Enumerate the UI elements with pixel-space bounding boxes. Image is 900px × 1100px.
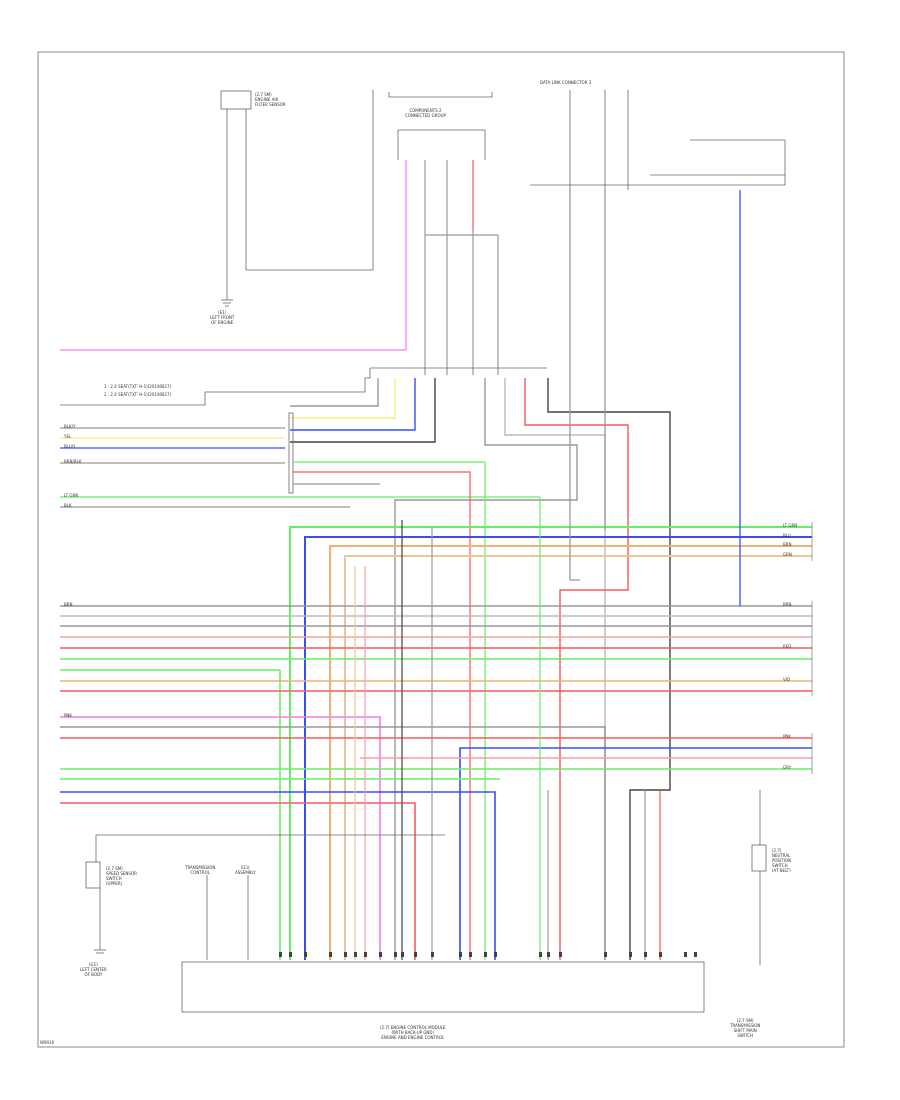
dlc-label: DATA LINK CONNECTOR 3: [540, 80, 592, 85]
bottom-left-sensor: [85, 834, 445, 954]
ecm-title: (2.7) ENGINE CONTROL MODULE (WITH BACK-U…: [380, 1025, 446, 1040]
left-wire-label: PNK: [64, 713, 73, 718]
right-wire-label: RED: [783, 644, 792, 649]
top-center-bracket: [388, 92, 493, 160]
joint-connector: [60, 367, 547, 406]
ecm-pins: [279, 952, 697, 957]
bottom-left-sensor-label: (2.7 SM) SPEED SENSOR SWITCH (UPPER): [106, 866, 137, 886]
trans-ecu-leads: [206, 875, 249, 960]
left-wire-label: LT GRN: [64, 493, 79, 498]
diagram-border: [37, 51, 845, 1048]
left-wire-label: BLK: [64, 503, 72, 508]
right-wire-label: GRN: [783, 552, 792, 557]
extra-drops: [354, 497, 661, 960]
left-wire-label: BRN/BLK: [64, 459, 82, 464]
left-harness-upper: [60, 427, 540, 508]
left-wire-label: BLK/Y: [64, 424, 76, 429]
top-left-ground-label: (E1) LEFT FRONT OF ENGINE: [210, 310, 235, 325]
right-wire-label: GRY: [783, 765, 792, 770]
top-vertical-wires: [405, 160, 499, 375]
top-left-sensor: [220, 90, 374, 300]
right-switch-label: (2.7) NEUTRAL POSITION SWITCH (AT BELT): [772, 848, 792, 873]
right-wire-label: BRN: [783, 602, 792, 607]
right-bottom-label: (2.7 SM) TRANSMISSION SHIFT MAIN SWITCH: [730, 1018, 761, 1038]
center-connector-box: [288, 412, 294, 494]
top-left-sensor-label: (2.7 SM) ENGINE AIR FILTER SENSOR: [255, 92, 286, 107]
bus-lower: [60, 716, 812, 960]
bus-upper: [289, 526, 812, 960]
page-ref: W9030: [40, 1040, 55, 1045]
bottom-left-ground-label: (G1) LEFT CENTER OF BODY: [80, 962, 107, 977]
center-lower-wires: [293, 461, 486, 960]
right-wire-label: PNK: [783, 734, 792, 739]
right-switch: [751, 790, 767, 965]
trans-label: TRANSMISSION CONTROL: [185, 865, 216, 875]
joint-drops: [290, 378, 671, 960]
dlc-block: [530, 90, 786, 190]
right-wire-label: VIO: [783, 677, 791, 682]
top-center-block-label: COMPONENTS 2 CONNECTED GROUP: [405, 108, 446, 118]
left-wire-label: BLU/Y: [64, 444, 76, 449]
left-wire-label: YEL: [64, 434, 72, 439]
right-wire-label: LT GRN: [783, 523, 798, 528]
left-wire-label: BRN: [64, 602, 73, 607]
bus-middle: [60, 605, 812, 960]
legend-line-2: 2 : 2.4 SEAT(TXT. H-1)(20190817): [104, 392, 172, 397]
legend-line-1: 1 : 2.4 SEAT(TXT. H-1)(20190817): [104, 384, 172, 389]
right-wire-label: BRN: [783, 542, 792, 547]
top-left-ground-symbol: [221, 299, 233, 307]
right-wire-label: BLU: [783, 533, 791, 538]
ecu-label: ECU ASSEMBLY: [235, 865, 256, 875]
ecm-box: [181, 961, 705, 1013]
dlc-drops: [569, 190, 741, 606]
